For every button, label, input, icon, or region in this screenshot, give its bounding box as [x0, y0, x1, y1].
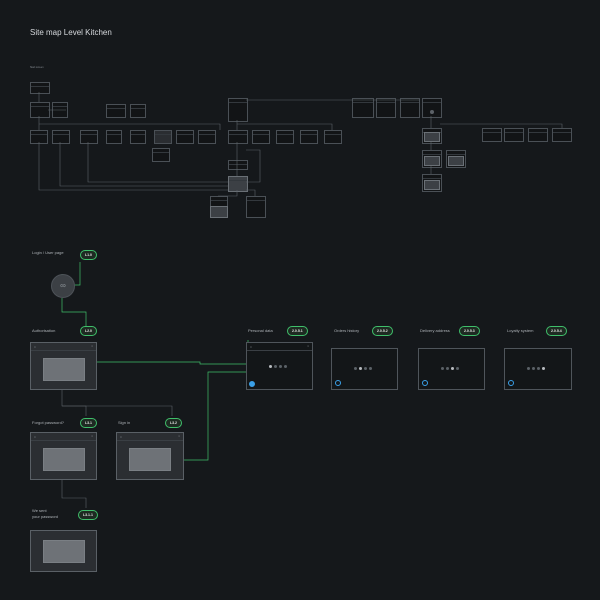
map-node-center-r2b[interactable]: [252, 130, 270, 144]
sent-badge: L3.1.1: [78, 510, 98, 520]
map-node-catalog-2[interactable]: [130, 104, 146, 118]
map-node-center-r2[interactable]: [228, 130, 248, 144]
login-badge: L1.0: [80, 250, 98, 260]
map-node-right-r2-fill: [424, 156, 440, 166]
map-node-catalog[interactable]: [106, 104, 126, 118]
signin-badge: L3.2: [165, 418, 183, 428]
map-node-top-r1[interactable]: [352, 98, 374, 118]
map-node-right-top[interactable]: [422, 98, 442, 118]
signin-screen[interactable]: □×: [116, 432, 184, 480]
map-node-r2-4[interactable]: [106, 130, 122, 144]
map-node-right-r2b-fill: [448, 156, 464, 166]
orders-pager: [354, 367, 372, 370]
map-node-link-icon: [430, 110, 434, 114]
personal-pager: [269, 365, 287, 368]
loyalty-badge: 2.0.5.4: [546, 326, 567, 336]
orders-screen[interactable]: [331, 348, 398, 390]
map-node-top-r2[interactable]: [376, 98, 396, 118]
loyalty-pager: [527, 367, 545, 370]
map-node-r2-6[interactable]: [154, 130, 172, 144]
page-title: Site map Level Kitchen: [30, 28, 112, 37]
delivery-pager: [441, 367, 459, 370]
orders-badge: 2.0.5.2: [372, 326, 393, 336]
loyalty-marker: [508, 380, 514, 386]
login-label: Login / User page: [32, 250, 64, 255]
personal-marker: [249, 381, 255, 387]
authorisation-label: Authorisation: [32, 328, 56, 333]
forgot-badge: L3.1: [80, 418, 98, 428]
map-node-r2-8[interactable]: [198, 130, 216, 144]
sent-label-line2: your password: [32, 514, 59, 519]
signin-label: Sign in: [118, 420, 131, 425]
map-node-sent[interactable]: [210, 206, 228, 218]
map-node-signin[interactable]: [246, 196, 266, 218]
loyalty-screen[interactable]: [504, 348, 572, 390]
overview-start-label: Start screen: [30, 66, 44, 69]
map-node-center-r2c[interactable]: [276, 130, 294, 144]
personal-badge: 2.0.5.1: [287, 326, 308, 336]
map-node-top-r3[interactable]: [400, 98, 420, 118]
orders-label: Orders history: [334, 328, 360, 333]
map-node-r2-5[interactable]: [130, 130, 146, 144]
authorisation-badge: L2.0: [80, 326, 98, 336]
map-node-start[interactable]: [30, 82, 50, 94]
map-node-center-top[interactable]: [228, 98, 248, 122]
orders-marker: [335, 380, 341, 386]
loyalty-label: Loyalty system: [507, 328, 534, 333]
forgot-screen[interactable]: □×: [30, 432, 97, 480]
map-node-center-r2d[interactable]: [300, 130, 318, 144]
map-node-r2-2[interactable]: [52, 130, 70, 144]
personal-label: Personal data: [248, 328, 273, 333]
map-node-center-mid[interactable]: [228, 160, 248, 170]
personal-screen[interactable]: □×: [246, 342, 313, 390]
delivery-marker: [422, 380, 428, 386]
delivery-badge: 2.0.5.3: [459, 326, 480, 336]
delivery-label: Delivery address: [420, 328, 450, 333]
link-icon[interactable]: ∞: [51, 274, 75, 298]
map-node-r2-7[interactable]: [176, 130, 194, 144]
sent-screen[interactable]: [30, 530, 97, 572]
map-node-r3-1[interactable]: [152, 148, 170, 162]
forgot-label: Forgot password?: [32, 420, 65, 425]
sent-label-line1: We sent: [32, 508, 47, 513]
delivery-screen[interactable]: [418, 348, 485, 390]
map-node-acc-4[interactable]: [552, 128, 572, 142]
map-node-center-auth[interactable]: [228, 176, 248, 192]
map-node-acc-3[interactable]: [528, 128, 548, 142]
map-node-right-r3-fill: [424, 180, 440, 190]
map-node-right-r1-fill: [424, 132, 440, 142]
map-node-center-r2e[interactable]: [324, 130, 342, 144]
map-node-r2-3[interactable]: [80, 130, 98, 144]
map-node-acc-2[interactable]: [504, 128, 524, 142]
authorisation-screen[interactable]: □×: [30, 342, 97, 390]
map-node-acc-1[interactable]: [482, 128, 502, 142]
